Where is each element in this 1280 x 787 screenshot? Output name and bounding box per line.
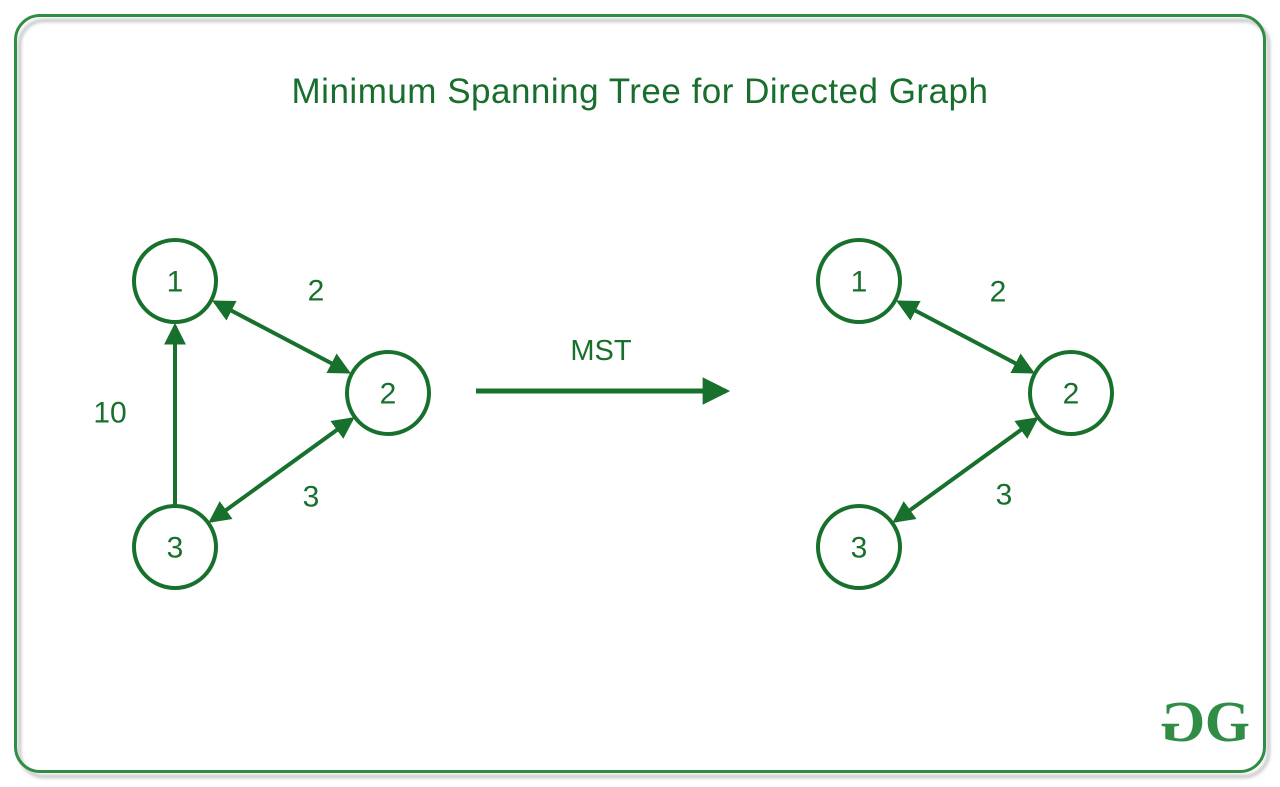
- page-title: Minimum Spanning Tree for Directed Graph: [291, 72, 989, 111]
- left-node-1-label: 1: [167, 266, 184, 299]
- right-node-2-circle: [1028, 350, 1114, 436]
- right-node-3-circle: [816, 504, 902, 590]
- left-edge-1-2: [212, 300, 351, 374]
- right-node-3-label: 3: [851, 532, 868, 565]
- left-node-2-circle: [345, 350, 431, 436]
- left-edge-3-2: [208, 417, 355, 523]
- right-node-2-label: 2: [1063, 378, 1080, 411]
- geeksforgeeks-logo: GG: [1163, 689, 1250, 754]
- left-node-2-label: 2: [380, 378, 397, 411]
- mst-arrow-label: MST: [570, 335, 632, 367]
- right-graph: 1 2 3 2 3: [816, 238, 1114, 590]
- left-node-3-label: 3: [167, 532, 184, 565]
- left-graph: 1 2 3 2 10 3: [93, 238, 431, 590]
- right-node-1-label: 1: [851, 266, 868, 299]
- mst-transform: MST: [476, 335, 731, 405]
- left-weight-3-2: 3: [303, 481, 320, 514]
- right-edge-1-2: [896, 300, 1035, 374]
- logo-g: G: [1204, 689, 1250, 754]
- left-weight-3-1: 10: [93, 397, 126, 430]
- right-node-1-circle: [816, 238, 902, 324]
- logo-mirrored-g: G: [1163, 689, 1205, 754]
- left-node-1-circle: [132, 238, 218, 324]
- right-weight-1-2: 2: [990, 276, 1007, 309]
- left-node-3-circle: [132, 504, 218, 590]
- right-weight-3-2: 3: [996, 479, 1013, 512]
- right-edge-3-2: [892, 417, 1039, 523]
- left-weight-1-2: 2: [308, 275, 325, 308]
